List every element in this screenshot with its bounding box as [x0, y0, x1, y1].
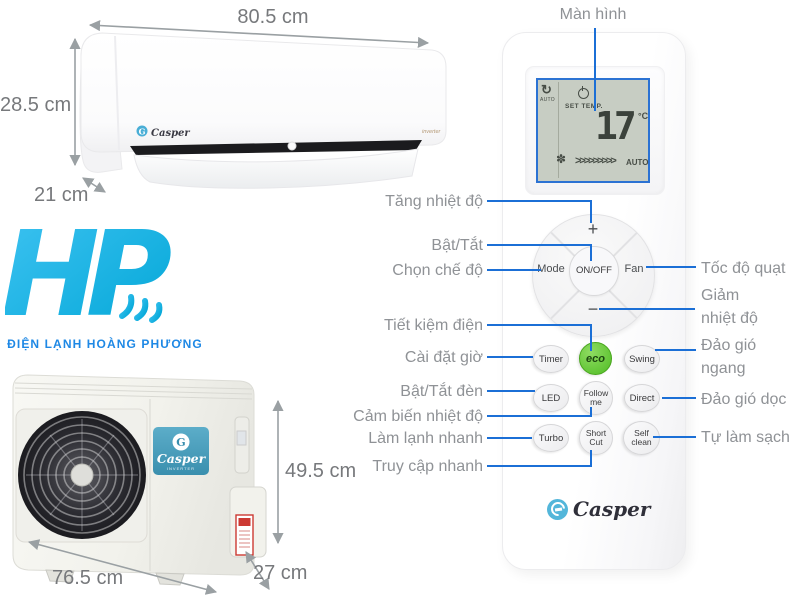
callout-line-follow-me [487, 415, 592, 417]
hp-monogram: HP [5, 213, 171, 335]
outdoor-brand-badge [153, 427, 209, 475]
callout-short-cut: Truy cập nhanh [372, 458, 483, 475]
direct-button: Direct [624, 384, 660, 412]
callout-mode: Chọn chế độ [392, 262, 483, 279]
callout-on-off: Bật/Tắt [431, 237, 483, 254]
indoor-inverter-label: inverter [422, 129, 442, 135]
fan-icon: ✽ [556, 152, 567, 166]
callout-led: Bật/Tắt đèn [400, 383, 483, 400]
callout-screen: Màn hình [559, 6, 627, 23]
callout-line-follow-me-v [590, 407, 592, 417]
auto-rotate-icon: ↻ [541, 82, 552, 97]
on-off-button: ON/OFF [569, 246, 619, 296]
callout-fan-speed: Tốc độ quạt [701, 260, 786, 277]
callout-line-swing [655, 349, 696, 351]
callout-line-led [487, 390, 535, 392]
lcd-fan-auto-label: AUTO [626, 158, 649, 167]
outdoor-badge-subtext: INVERTER [167, 466, 195, 471]
svg-text:G: G [139, 127, 146, 137]
short-cut-button: Short Cut [579, 421, 613, 455]
follow-me-button: Follow me [579, 381, 613, 415]
mode-button: Mode [537, 263, 565, 275]
callout-timer: Cài đặt giờ [404, 349, 483, 366]
callout-line-self-clean [653, 436, 696, 438]
callout-line-temp-up [487, 200, 592, 202]
hp-caption: ĐIỆN LẠNH HOÀNG PHƯƠNG [7, 337, 203, 351]
svg-text:G: G [176, 436, 185, 449]
swing-button: Swing [624, 345, 660, 373]
fan-button: Fan [624, 263, 644, 275]
lcd-temperature-value: 17 [595, 104, 637, 148]
led-button: LED [533, 384, 569, 412]
callout-line-timer [487, 356, 533, 358]
indoor-unit-illustration: G Casper inverter [79, 32, 447, 189]
dimension-indoor-width: 80.5 cm [237, 6, 309, 28]
lcd-display: ↻ AUTO SET TEMP. 17 °C ✽ >>>>>>>>> AUTO [536, 78, 650, 183]
callout-temp-up: Tăng nhiệt độ [385, 193, 483, 210]
temp-up-button: + [587, 219, 599, 239]
outdoor-brand-wordmark: Casper [157, 451, 207, 466]
casper-logo-icon [136, 125, 148, 137]
timer-button: Timer [533, 345, 569, 373]
callout-line-temp-down [599, 308, 695, 310]
lcd-fan-arrows: >>>>>>>>> [575, 155, 617, 167]
callout-follow-me: Cảm biến nhiệt độ [353, 408, 483, 425]
callout-line-short-cut-v [590, 450, 592, 467]
lcd-divider [558, 82, 559, 178]
lcd-temperature-unit: °C [638, 111, 649, 121]
dimension-indoor-depth: 21 cm [34, 184, 89, 206]
indoor-air-outlet [130, 140, 422, 155]
power-icon [578, 85, 589, 99]
outdoor-unit-illustration: G Casper INVERTER [12, 374, 267, 586]
dimension-outdoor-width: 76.5 cm [52, 567, 124, 589]
callout-line-direct [662, 397, 696, 399]
dimension-outdoor-depth: 27 cm [253, 562, 308, 584]
callout-swing: Đảo gió ngang [701, 337, 757, 377]
turbo-button: Turbo [533, 424, 569, 452]
callout-line-on-off-v [590, 244, 592, 261]
remote-control: ↻ AUTO SET TEMP. 17 °C ✽ >>>>>>>>> AUTO … [502, 32, 686, 570]
callout-line-temp-up-v [590, 200, 592, 223]
dimension-indoor-height: 28.5 cm [0, 94, 72, 116]
callout-line-short-cut [487, 465, 592, 467]
callout-self-clean: Tự làm sạch [701, 429, 790, 446]
eco-button: eco [579, 342, 612, 375]
callout-line-screen [594, 28, 596, 111]
callout-direct: Đảo gió dọc [701, 391, 787, 408]
dimension-outdoor-height: 49.5 cm [285, 460, 357, 482]
remote-brand: Casper [547, 497, 650, 521]
temp-down-button: − [587, 299, 599, 319]
indoor-unit-body [80, 32, 447, 153]
lcd-set-temp-label: SET TEMP. [565, 103, 603, 110]
callout-line-eco [487, 324, 592, 326]
callout-line-fan-speed [646, 266, 696, 268]
indoor-louver-flap [133, 148, 419, 189]
callout-line-mode [487, 269, 541, 271]
hp-logo: HP [5, 213, 185, 335]
callout-eco: Tiết kiệm điện [384, 317, 483, 334]
callout-temp-down: Giảm nhiệt độ [701, 287, 758, 327]
callout-line-turbo [487, 437, 532, 439]
self-clean-button: Self clean [623, 421, 660, 455]
casper-logo-icon [547, 498, 568, 520]
lcd-mode-auto-label: AUTO [540, 97, 555, 103]
callout-turbo: Làm lạnh nhanh [368, 430, 483, 447]
remote-brand-wordmark: Casper [573, 497, 651, 521]
callout-line-on-off [487, 244, 592, 246]
indoor-brand-wordmark: Casper [151, 128, 190, 139]
callout-line-eco-v [590, 324, 592, 351]
